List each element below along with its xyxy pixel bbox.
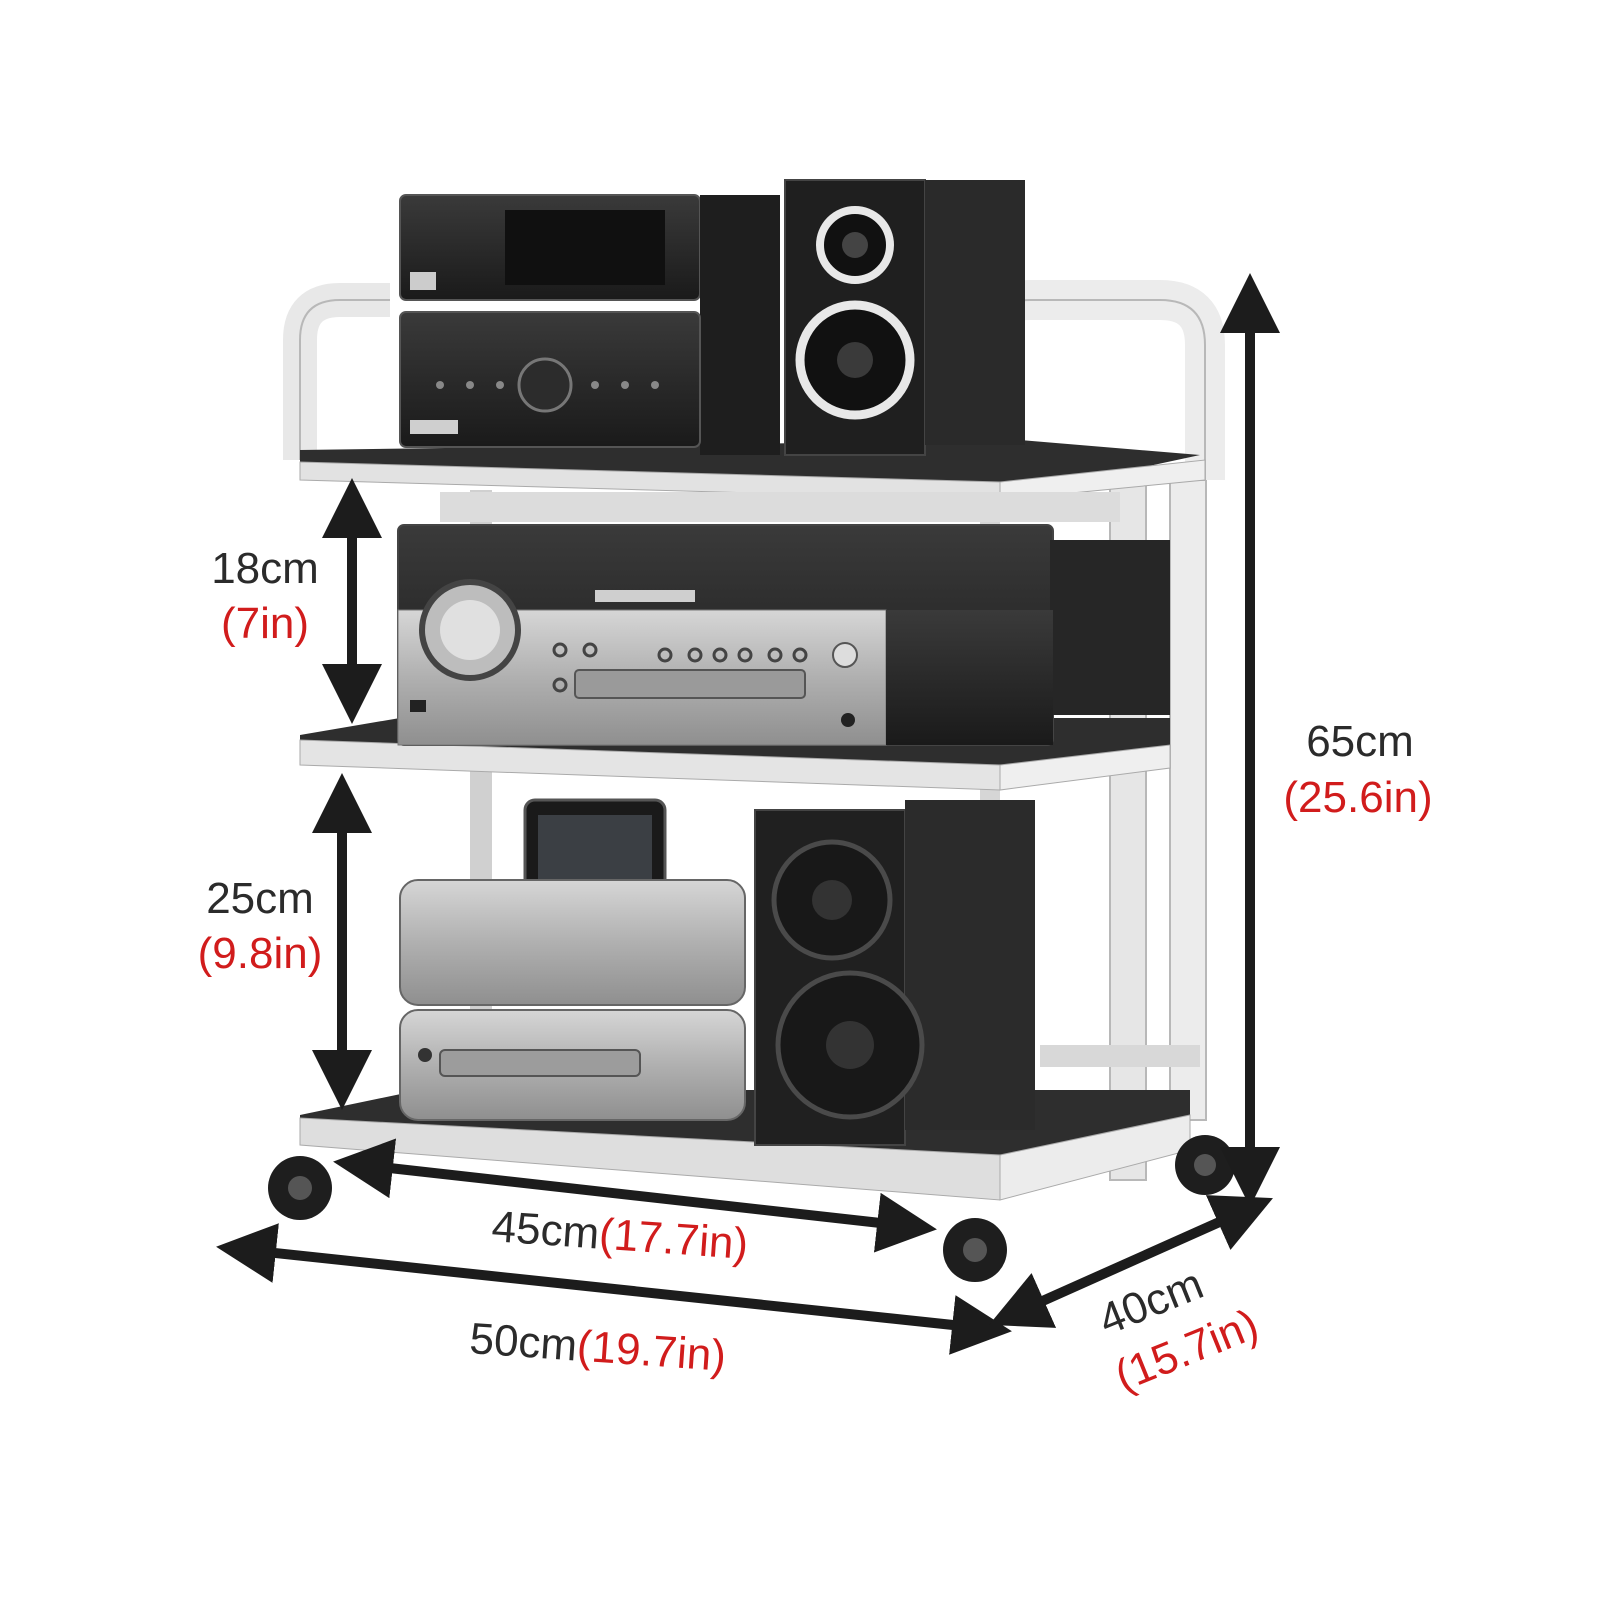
lower-gap-label: 25cm (9.8in) xyxy=(198,874,323,978)
bottom-shelf-devices xyxy=(399,798,1035,1146)
upper-gap-label: 18cm (7in) xyxy=(211,544,319,648)
overall-width-imperial: (19.7in) xyxy=(575,1322,727,1381)
upper-gap-metric: 18cm xyxy=(211,544,319,593)
height-metric: 65cm xyxy=(1306,717,1414,766)
lower-gap-imperial: (9.8in) xyxy=(198,929,323,978)
dimension-arrows xyxy=(216,273,1280,1355)
middle-shelf-amplifier xyxy=(397,524,1170,746)
svg-text:45cm(17.7in): 45cm(17.7in) xyxy=(490,1202,750,1269)
height-imperial: (25.6in) xyxy=(1283,773,1432,822)
shelf-width-arrow xyxy=(333,1138,937,1253)
overall-width-metric: 50cm xyxy=(468,1314,579,1370)
shelf-width-metric: 45cm xyxy=(490,1202,601,1258)
shelf-width-imperial: (17.7in) xyxy=(598,1210,750,1269)
shelf-width-label: 45cm(17.7in) xyxy=(490,1202,750,1269)
overall-width-label: 50cm(19.7in) xyxy=(468,1314,728,1381)
depth-arrow xyxy=(989,1195,1273,1328)
height-label: 65cm (25.6in) xyxy=(1283,717,1432,822)
upper-gap-imperial: (7in) xyxy=(221,599,309,648)
overall-width-arrow xyxy=(216,1223,1012,1355)
lower-gap-metric: 25cm xyxy=(206,874,314,923)
svg-text:50cm(19.7in): 50cm(19.7in) xyxy=(468,1314,728,1381)
top-shelf-devices xyxy=(399,179,1025,456)
